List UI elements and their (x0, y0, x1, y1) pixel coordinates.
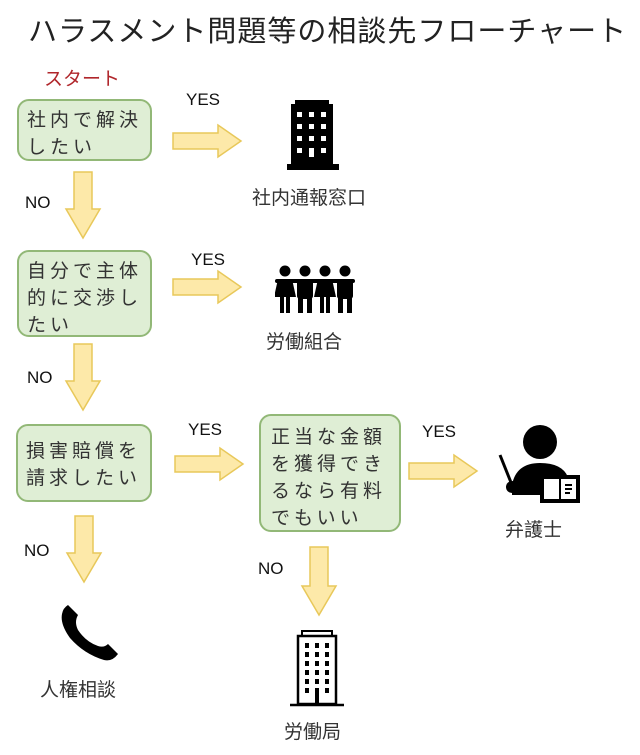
lawyer-teacher-icon (498, 425, 580, 503)
yes-arrow-2 (172, 269, 243, 305)
question-text: 正当な金額を獲得できるなら有料でもいい (271, 426, 387, 529)
no-label-3: NO (24, 541, 50, 560)
destination-labor-bureau: 労働局 (284, 721, 342, 743)
destination-lawyer: 弁護士 (505, 519, 563, 541)
yes-arrow-4 (408, 453, 479, 489)
office-building-icon (287, 100, 339, 170)
yes-label-1: YES (186, 90, 221, 109)
tall-building-icon (290, 630, 344, 707)
yes-label-3: YES (188, 420, 223, 439)
people-group-icon (275, 265, 355, 313)
page-title: ハラスメント問題等の相談先フローチャート (28, 14, 628, 48)
yes-label-2: YES (191, 250, 226, 269)
yes-arrow-1 (172, 123, 243, 159)
telephone-icon (61, 603, 119, 661)
no-label-4: NO (258, 559, 284, 578)
yes-arrow-3 (174, 446, 245, 482)
question-text: 自分で主体的に交渉したい (27, 260, 143, 336)
no-arrow-2 (64, 343, 102, 412)
destination-labor-union: 労働組合 (266, 331, 343, 353)
question-box-damages: 損害賠償を請求したい (16, 424, 152, 502)
no-arrow-3 (65, 515, 103, 584)
destination-in-house-hotline: 社内通報窓口 (252, 187, 367, 209)
no-arrow-1 (64, 171, 102, 240)
question-text: 損害賠償を請求したい (26, 440, 142, 489)
no-label-1: NO (25, 193, 51, 212)
no-label-2: NO (27, 368, 53, 387)
destination-human-rights-consultation: 人権相談 (40, 679, 117, 701)
question-box-self-negotiate: 自分で主体的に交渉したい (17, 250, 152, 337)
yes-label-4: YES (422, 422, 457, 441)
start-label: スタート (44, 68, 121, 90)
question-text: 社内で解決したい (27, 109, 143, 158)
question-box-in-house: 社内で解決したい (17, 99, 152, 161)
no-arrow-4 (300, 546, 338, 617)
question-box-paid-ok: 正当な金額を獲得できるなら有料でもいい (259, 414, 401, 532)
